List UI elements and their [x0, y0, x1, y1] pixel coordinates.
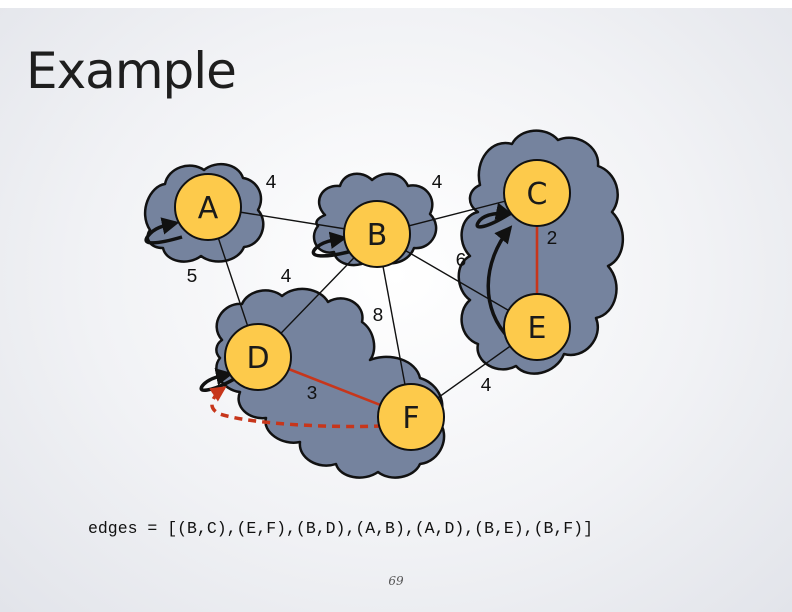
node-circle-c [503, 159, 571, 227]
node-circle-f [377, 383, 445, 451]
weight-label-b-c: 4 [431, 172, 442, 194]
node-b: B [343, 200, 411, 268]
node-d: D [224, 323, 292, 391]
node-a: A [174, 173, 242, 241]
weight-label-d-f: 3 [306, 383, 317, 405]
node-circle-b [343, 200, 411, 268]
node-circle-d [224, 323, 292, 391]
top-bar [0, 0, 792, 8]
weight-label-c-e: 2 [546, 228, 557, 250]
weight-label-a-d: 5 [186, 266, 197, 288]
node-label-b: B [367, 218, 388, 253]
node-label-c: C [527, 177, 548, 212]
self-loop-arrow-c [475, 202, 515, 229]
node-c: C [503, 159, 571, 227]
weights-layer: 4 5 4 4 6 8 2 3 4 [186, 172, 557, 405]
slide-title: Example [26, 42, 237, 100]
node-label-f: F [402, 401, 419, 436]
union-arrow-e-to-c [486, 225, 513, 341]
node-label-a: A [198, 191, 219, 226]
edge-list-code: edges = [(B,C),(E,F),(B,D),(A,B),(A,D),(… [88, 519, 593, 538]
weight-label-b-f: 8 [372, 305, 383, 327]
cloud-set-ce [457, 129, 625, 375]
node-label-d: D [246, 341, 269, 376]
page-number: 69 [388, 574, 404, 588]
node-f: F [377, 383, 445, 451]
node-label-e: E [528, 311, 547, 346]
weight-label-b-e: 6 [455, 250, 466, 272]
node-circle-a [174, 173, 242, 241]
weight-label-b-d: 4 [280, 266, 291, 288]
self-loop-arrow-a [144, 217, 183, 245]
node-e: E [503, 293, 571, 361]
self-loop-arrow-b [311, 231, 353, 258]
nodes-layer: A B C D E F [174, 159, 571, 451]
weight-label-a-b: 4 [265, 172, 276, 194]
node-circle-e [503, 293, 571, 361]
weight-label-e-f: 4 [480, 375, 491, 397]
union-arrow-f-to-d [209, 386, 383, 429]
